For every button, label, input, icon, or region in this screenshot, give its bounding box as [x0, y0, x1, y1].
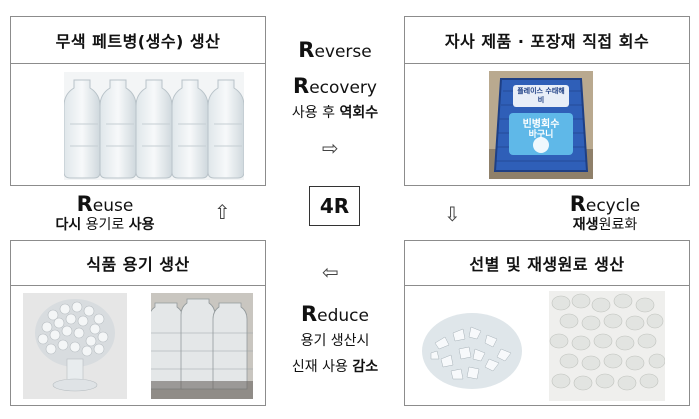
box-direct-collection: 자사 제품 · 포장재 직접 회수 플레이스 수태해비 빈병회수 바구니 — [404, 16, 690, 186]
label-recycle-desc: 재생원료화 — [572, 217, 638, 233]
box-title: 자사 제품 · 포장재 직접 회수 — [405, 17, 689, 64]
pet-pellets-image — [549, 291, 665, 401]
box-pet-bottle-production: 무색 페트병(생수) 생산 — [10, 16, 266, 186]
label-reverse: Reverse — [298, 38, 372, 62]
label-reuse: Reuse — [76, 192, 134, 216]
label-recycle: Recycle — [569, 192, 641, 216]
box-title: 선별 및 재생원료 생산 — [405, 241, 689, 286]
box-food-container-production: 식품 용기 생산 — [10, 240, 266, 406]
pellet-mold-image — [23, 293, 127, 399]
arrow-down-icon: ⇩ — [444, 202, 461, 226]
bag-text-line2: 바구니 — [528, 130, 554, 140]
label-reuse-desc: 다시 용기로 사용 — [55, 217, 155, 233]
box-sorting-recycled-material: 선별 및 재생원료 생산 — [404, 240, 690, 406]
pet-bottles-image — [64, 72, 244, 180]
label-reduce: Reduce — [300, 302, 369, 326]
label-recovery-desc: 사용 후 역회수 — [291, 105, 379, 121]
arrow-left-icon: ⇦ — [322, 260, 339, 284]
arrow-right-icon: ⇨ — [322, 136, 339, 160]
label-recovery: Recovery — [293, 74, 377, 98]
label-reduce-desc-line2: 신재 사용 감소 — [291, 359, 379, 375]
bag-top-text: 플레이스 수태해비 — [517, 87, 565, 104]
collection-bag-image: 플레이스 수태해비 빈병회수 바구니 — [489, 71, 593, 179]
clear-containers-image — [151, 293, 253, 399]
pet-flakes-image — [415, 293, 529, 399]
box-title: 식품 용기 생산 — [11, 241, 265, 286]
box-title: 무색 페트병(생수) 생산 — [11, 17, 265, 64]
bag-text-line1: 빈병회수 — [522, 119, 560, 130]
label-reduce-desc-line1: 용기 생산시 — [300, 333, 370, 349]
center-4r-box: 4R — [309, 186, 360, 226]
arrow-up-icon: ⇧ — [214, 200, 231, 224]
